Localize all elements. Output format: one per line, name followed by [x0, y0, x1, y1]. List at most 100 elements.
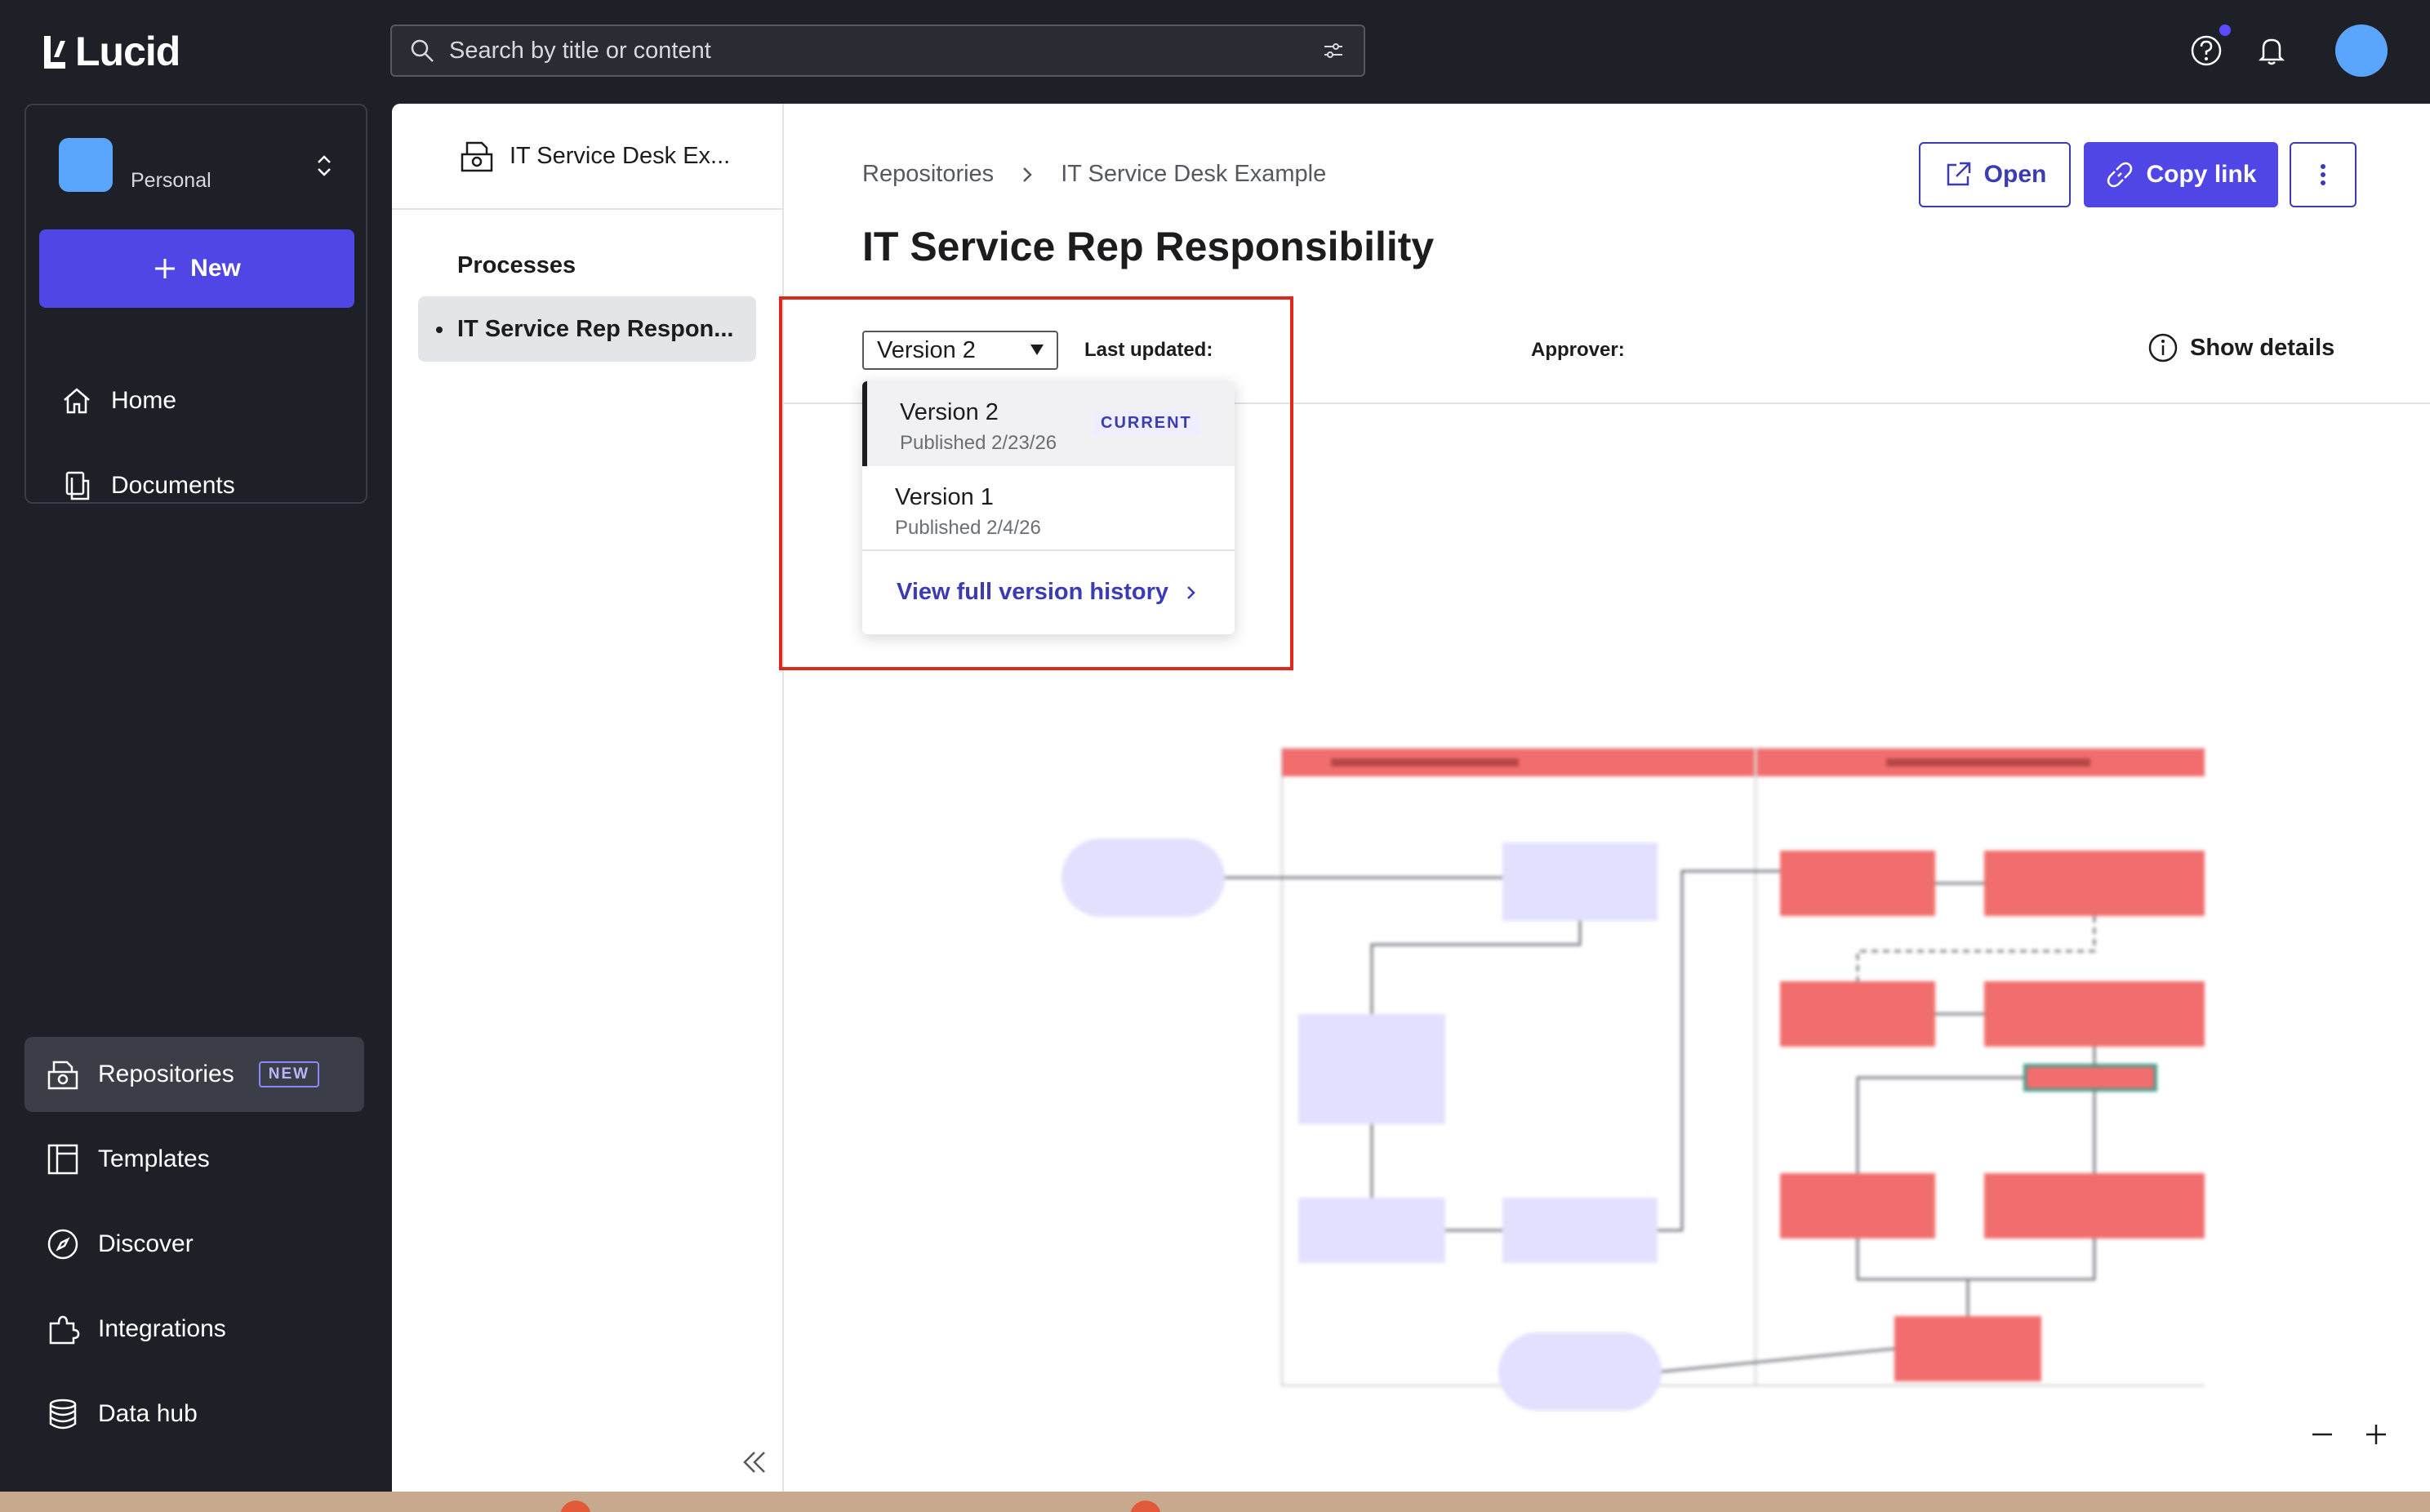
version-select-value: Version 2	[877, 336, 976, 363]
process-node	[1984, 1173, 2205, 1239]
process-node	[1502, 843, 1658, 921]
process-node	[2023, 1064, 2157, 1092]
breadcrumb: Repositories IT Service Desk Example	[862, 161, 1326, 188]
workspace-card: Personal New Home Documents	[24, 104, 367, 504]
breadcrumb-repositories[interactable]: Repositories	[862, 161, 995, 187]
process-node	[1298, 1014, 1445, 1124]
avatar[interactable]	[2335, 24, 2388, 77]
plus-icon	[155, 259, 176, 278]
info-icon	[2148, 333, 2178, 362]
sidebar-item-label: Home	[111, 387, 177, 414]
current-badge: CURRENT	[1093, 411, 1200, 436]
view-version-history-link[interactable]: View full version history	[897, 579, 1199, 606]
workspace-avatar[interactable]	[59, 138, 113, 192]
new-button-label: New	[190, 255, 241, 282]
copy-link-button-label: Copy link	[2146, 161, 2257, 188]
version-option-name: Version 2	[900, 399, 999, 425]
templates-icon	[47, 1144, 78, 1175]
show-details-button[interactable]: Show details	[2147, 332, 2334, 363]
new-badge: NEW	[258, 1061, 320, 1087]
process-node	[1894, 1316, 2041, 1381]
view-version-history-label: View full version history	[897, 579, 1169, 605]
process-node	[1780, 1173, 1935, 1239]
search-placeholder: Search by title or content	[449, 37, 711, 64]
start-node	[1061, 838, 1225, 917]
lucid-logo-icon	[44, 36, 65, 69]
process-node	[1984, 981, 2205, 1047]
repositories-icon	[461, 141, 493, 172]
help-icon[interactable]	[2188, 33, 2224, 69]
sidebar-item-documents[interactable]: Documents	[39, 451, 354, 520]
process-node	[1298, 1198, 1445, 1263]
sidebar-item-data-hub[interactable]: Data hub	[24, 1376, 364, 1452]
end-node	[1498, 1332, 1662, 1411]
sidebar-item-label: Data hub	[98, 1400, 198, 1427]
process-node	[1984, 851, 2205, 916]
process-node	[1502, 1198, 1658, 1263]
repository-header[interactable]: IT Service Desk Ex...	[392, 104, 782, 210]
repositories-icon	[47, 1061, 78, 1090]
sidebar-item-repositories[interactable]: Repositories NEW	[24, 1037, 364, 1112]
puzzle-icon	[49, 1315, 80, 1345]
sidebar-item-label: Templates	[98, 1145, 210, 1172]
version-select[interactable]: Version 2	[862, 331, 1058, 370]
collapse-sidebar-icon[interactable]	[740, 1448, 769, 1477]
lucid-logo[interactable]: Lucid	[42, 28, 180, 75]
documents-icon	[65, 471, 90, 500]
chevron-right-icon	[1023, 167, 1032, 182]
search-input[interactable]: Search by title or content	[390, 24, 1365, 77]
last-updated-label: Last updated:	[1084, 339, 1213, 361]
version-option[interactable]: Version 2 Published 2/23/26 CURRENT	[862, 381, 1235, 466]
version-option[interactable]: Version 1 Published 2/4/26	[862, 466, 1235, 551]
zoom-out-icon[interactable]	[2308, 1420, 2337, 1449]
process-list-item[interactable]: IT Service Rep Respon...	[418, 296, 756, 362]
breadcrumb-repository[interactable]: IT Service Desk Example	[1061, 161, 1327, 187]
chevron-up-down-icon[interactable]	[312, 149, 336, 182]
more-vertical-icon	[2321, 164, 2325, 185]
content-panel: IT Service Desk Ex... Processes IT Servi…	[392, 104, 2430, 1492]
sidebar-item-home[interactable]: Home	[39, 367, 354, 435]
zoom-in-icon[interactable]	[2361, 1420, 2391, 1449]
page-title: IT Service Rep Responsibility	[862, 224, 1435, 269]
new-button[interactable]: New	[39, 229, 354, 308]
repository-name: IT Service Desk Ex...	[510, 142, 731, 169]
approver-label: Approver:	[1531, 339, 1625, 361]
top-bar: Lucid Search by title or content	[0, 0, 2430, 104]
version-dropdown: Version 2 Published 2/23/26 CURRENT Vers…	[862, 381, 1235, 634]
show-details-label: Show details	[2190, 334, 2335, 361]
version-option-date: Published 2/23/26	[900, 432, 1057, 454]
app-name: Lucid	[75, 29, 180, 74]
sidebar-item-templates[interactable]: Templates	[24, 1122, 364, 1197]
sidebar-item-discover[interactable]: Discover	[24, 1207, 364, 1282]
copy-link-button[interactable]: Copy link	[2084, 142, 2278, 207]
external-link-icon	[1947, 162, 1970, 186]
database-icon	[49, 1399, 77, 1430]
os-taskbar	[0, 1492, 2430, 1512]
repository-sidebar: IT Service Desk Ex... Processes IT Servi…	[392, 104, 784, 1492]
sidebar-item-label: Documents	[111, 472, 235, 499]
caret-down-icon	[1030, 345, 1044, 355]
process-node	[1780, 851, 1935, 916]
home-icon	[64, 388, 90, 414]
connectors	[1225, 869, 2096, 1373]
process-diagram[interactable]	[1061, 724, 2205, 1443]
open-button-label: Open	[1983, 161, 2047, 188]
taskbar-app-icon[interactable]	[560, 1501, 591, 1512]
taskbar-app-icon[interactable]	[1130, 1501, 1161, 1512]
workspace-name[interactable]: Personal	[131, 169, 211, 192]
more-options-button[interactable]	[2290, 142, 2357, 207]
notification-dot	[2219, 24, 2231, 36]
compass-icon	[47, 1229, 78, 1260]
chevron-right-icon	[1187, 585, 1195, 599]
version-option-date: Published 2/4/26	[895, 517, 1041, 539]
link-icon	[2107, 162, 2133, 188]
diagram-canvas[interactable]	[392, 104, 2430, 1492]
filter-icon[interactable]	[1321, 38, 1346, 63]
bell-icon[interactable]	[2254, 33, 2290, 69]
sidebar-item-label: Discover	[98, 1230, 194, 1257]
open-button[interactable]: Open	[1919, 142, 2071, 207]
version-option-name: Version 1	[895, 484, 994, 510]
sidebar-item-integrations[interactable]: Integrations	[24, 1292, 364, 1367]
sidebar-item-label: Repositories	[98, 1061, 234, 1087]
sidebar-item-label: Integrations	[98, 1315, 226, 1342]
